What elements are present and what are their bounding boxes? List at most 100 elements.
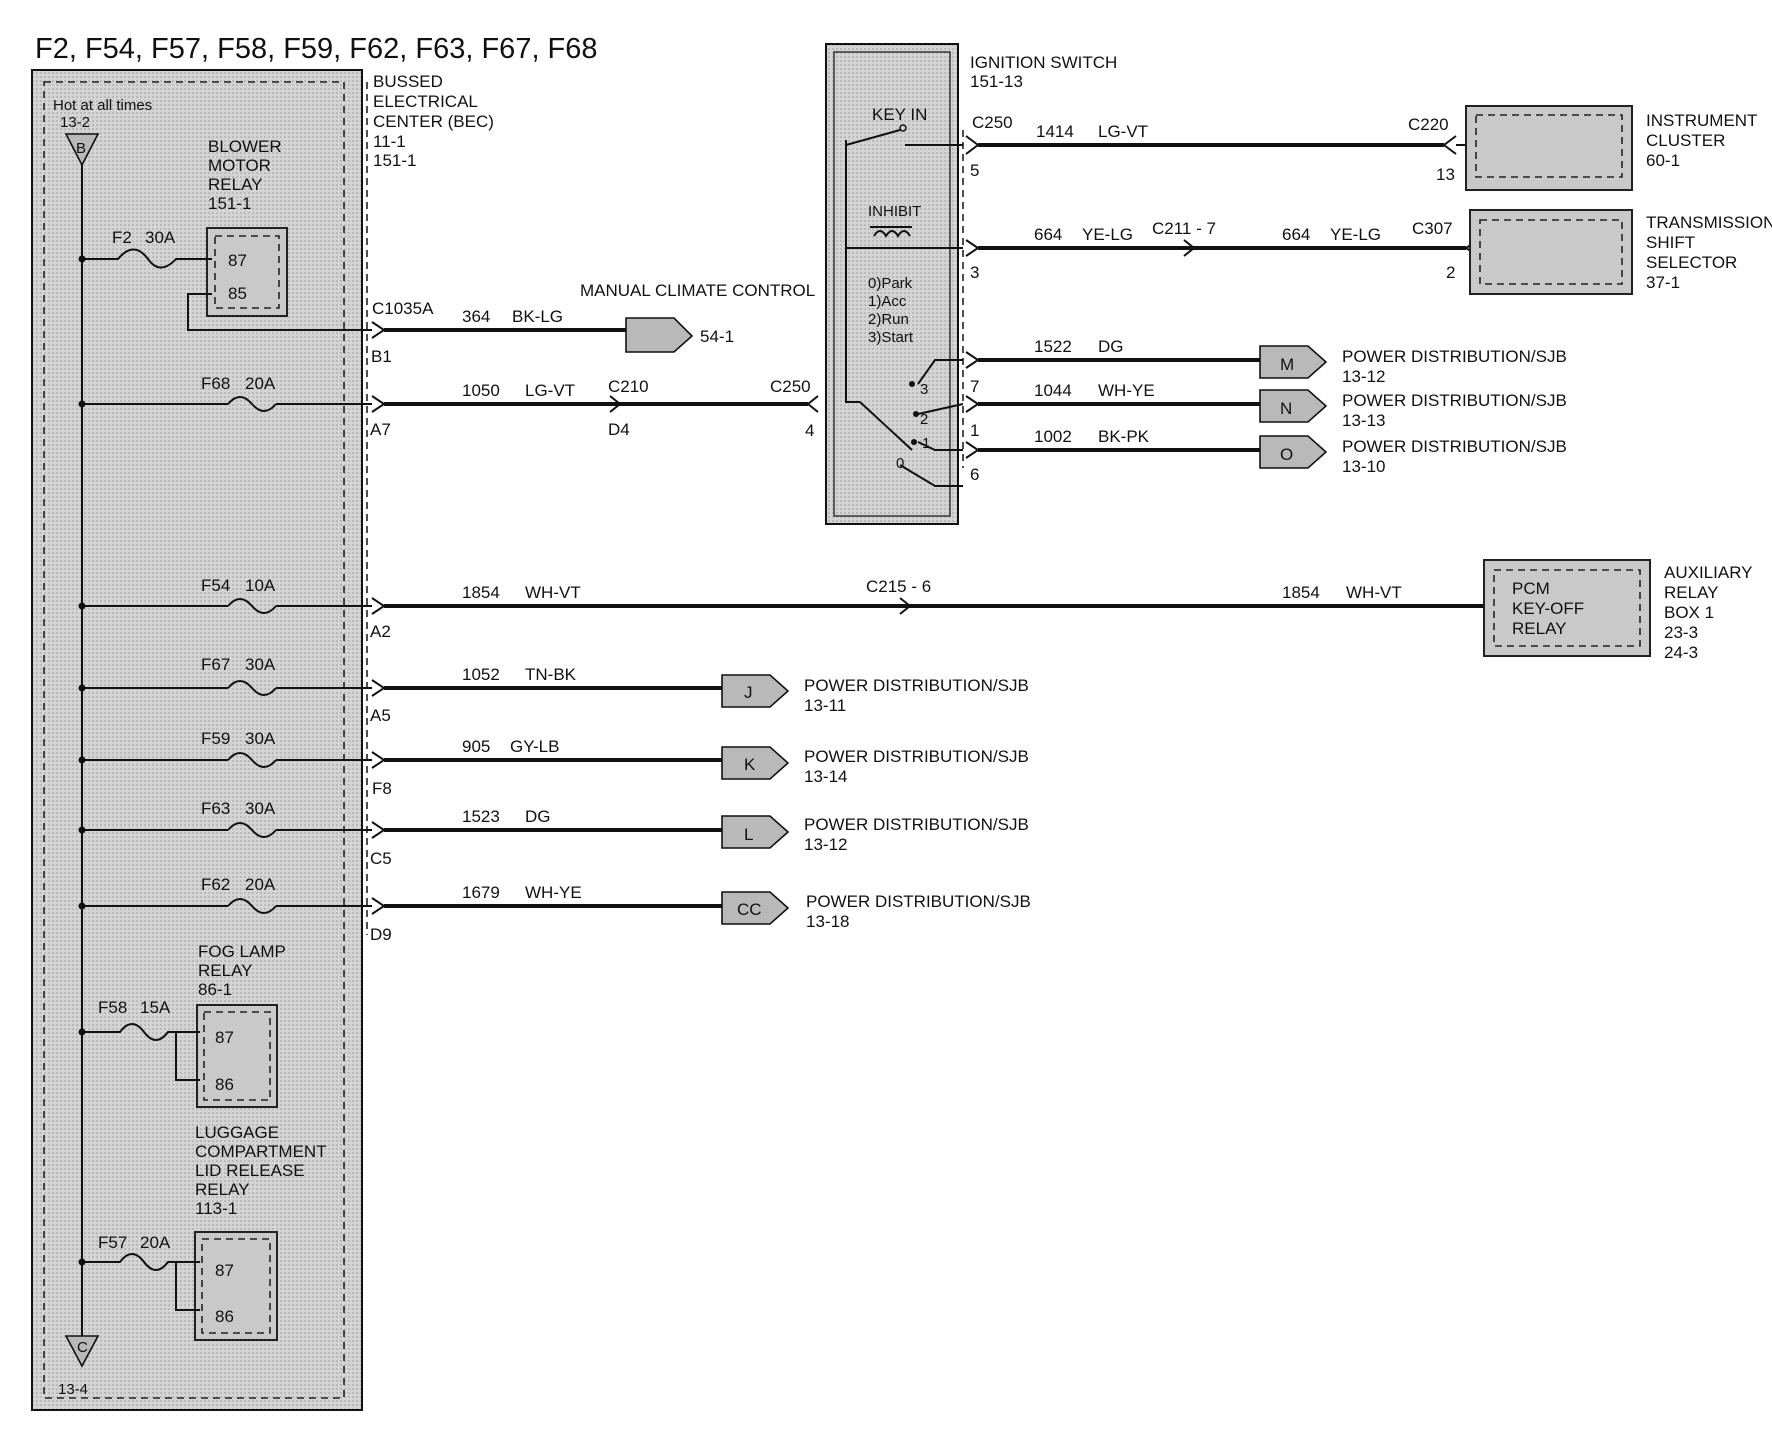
fuse-f67-amp: 30A — [245, 655, 276, 674]
aux-ref-1: 23-3 — [1664, 623, 1698, 642]
wire-1854b-num: 1854 — [1282, 583, 1320, 602]
fuse-f54-icon — [227, 598, 277, 614]
lug-relay-inner — [201, 1238, 271, 1334]
manual-climate-ref: 54-1 — [700, 327, 734, 346]
wire-1052-num: 1052 — [462, 665, 500, 684]
blower-relay-box — [206, 227, 288, 317]
conn-c307-pin: 2 — [1446, 263, 1455, 282]
wire-1522-num: 1522 — [1034, 337, 1072, 356]
pin-a2: A2 — [370, 622, 391, 641]
fog-relay-box — [196, 1004, 278, 1108]
tag-j: J — [744, 683, 753, 702]
bec-label-2: ELECTRICAL — [373, 92, 478, 111]
pin-b1: B1 — [371, 347, 392, 366]
blower-relay-inner — [214, 235, 280, 309]
pin-a7: A7 — [370, 420, 391, 439]
connector-1002-icon — [965, 441, 980, 459]
tag-n-icon — [1259, 389, 1328, 423]
wire-664b-color: YE-LG — [1330, 225, 1381, 244]
fog-relay-inner — [203, 1011, 271, 1101]
conn-c307: C307 — [1412, 219, 1453, 238]
conn-c211-icon — [1183, 239, 1196, 257]
blower-relay-l3: RELAY — [208, 175, 263, 194]
fuse-f62-amp: 20A — [245, 875, 276, 894]
connector-pin5-icon — [965, 135, 980, 155]
wire-1679-num: 1679 — [462, 883, 500, 902]
pin-a5: A5 — [370, 706, 391, 725]
key-in-contact — [899, 124, 907, 132]
bec-ref-2: 151-1 — [373, 151, 416, 170]
lug-relay-l4: RELAY — [195, 1180, 250, 1199]
dest-n: POWER DISTRIBUTION/SJB — [1342, 391, 1567, 410]
dest-o: POWER DISTRIBUTION/SJB — [1342, 437, 1567, 456]
tag-b: B — [76, 140, 86, 157]
lug-relay-l2: COMPARTMENT — [195, 1142, 327, 1161]
instrument-label-2: CLUSTER — [1646, 131, 1725, 150]
lug-relay-l3: LID RELEASE — [195, 1161, 305, 1180]
connector-a2-icon — [371, 597, 386, 615]
ignition-ref: 151-13 — [970, 72, 1023, 91]
wire-664-num: 664 — [1034, 225, 1062, 244]
wire-1414-num: 1414 — [1036, 122, 1074, 141]
tag-j-icon — [721, 674, 790, 708]
output-1044-link — [917, 403, 964, 415]
dest-k: POWER DISTRIBUTION/SJB — [804, 747, 1029, 766]
wire-1052-color: TN-BK — [525, 665, 577, 684]
lug-relay-jumper — [175, 1262, 200, 1311]
conn-c211: C211 - 7 — [1152, 219, 1216, 238]
mode-start: 3)Start — [868, 329, 914, 346]
hot-label: Hot at all times — [53, 97, 152, 114]
conn-c220-pin: 13 — [1436, 165, 1455, 184]
tag-c-ref: 13-4 — [58, 1381, 88, 1398]
bec-ref-1: 11-1 — [373, 132, 406, 151]
manual-climate-tag — [625, 317, 694, 353]
blower-relay-pin-85: 85 — [228, 284, 247, 303]
instrument-cluster-inner — [1475, 114, 1623, 178]
conn-c250-left-pin: 4 — [805, 421, 814, 440]
tag-m-icon — [1259, 345, 1328, 379]
fuse-f68-amp: 20A — [245, 374, 276, 393]
fuse-f58-amp: 15A — [140, 998, 171, 1017]
aux-in-3: RELAY — [1512, 619, 1567, 638]
output-pin6-link — [899, 464, 963, 487]
mode-acc: 1)Acc — [868, 293, 907, 310]
connector-pin3-icon — [965, 239, 980, 257]
wire-905-num: 905 — [462, 737, 490, 756]
pos-0: 0 — [896, 455, 904, 472]
fuse-f59-amp: 30A — [245, 729, 276, 748]
pin-1: 1 — [970, 421, 979, 440]
manual-climate-label: MANUAL CLIMATE CONTROL — [580, 281, 815, 300]
tag-l: L — [744, 825, 753, 844]
tag-l-icon — [721, 815, 790, 849]
fuse-f68-icon — [227, 396, 277, 412]
wire-905-color: GY-LB — [510, 737, 559, 756]
trans-selector-inner — [1479, 219, 1623, 285]
lug-relay-pin-86: 86 — [215, 1307, 234, 1326]
output-1522-link — [917, 359, 963, 385]
fog-relay-ref: 86-1 — [198, 980, 232, 999]
lug-relay-box — [194, 1231, 278, 1341]
key-in-label: KEY IN — [872, 105, 927, 124]
wire-1044-color: WH-YE — [1098, 381, 1155, 400]
fuse-f2-icon — [82, 248, 212, 269]
aux-label-2: RELAY — [1664, 583, 1719, 602]
fog-relay-jumper — [175, 1032, 200, 1081]
fuse-f57-amp: 20A — [140, 1233, 171, 1252]
connector-a5-icon — [371, 679, 386, 697]
contact-1 — [911, 439, 917, 445]
trans-label-3: SELECTOR — [1646, 253, 1737, 272]
lug-relay-l1: LUGGAGE — [195, 1123, 279, 1142]
fuse-f59: F59 — [201, 729, 230, 748]
dest-j-ref: 13-11 — [804, 696, 846, 715]
connector-1522-icon — [965, 351, 980, 369]
dest-l: POWER DISTRIBUTION/SJB — [804, 815, 1029, 834]
fog-relay-pin-87: 87 — [215, 1028, 234, 1047]
blower-relay-output — [187, 293, 372, 331]
wire-664-color: YE-LG — [1082, 225, 1133, 244]
conn-c220: C220 — [1408, 115, 1449, 134]
inhibit-coil-icon — [873, 230, 911, 238]
conn-c250-left-icon — [806, 395, 819, 413]
mode-run: 2)Run — [868, 311, 909, 328]
wire-664b-num: 664 — [1282, 225, 1310, 244]
connector-f8-icon — [371, 751, 386, 769]
